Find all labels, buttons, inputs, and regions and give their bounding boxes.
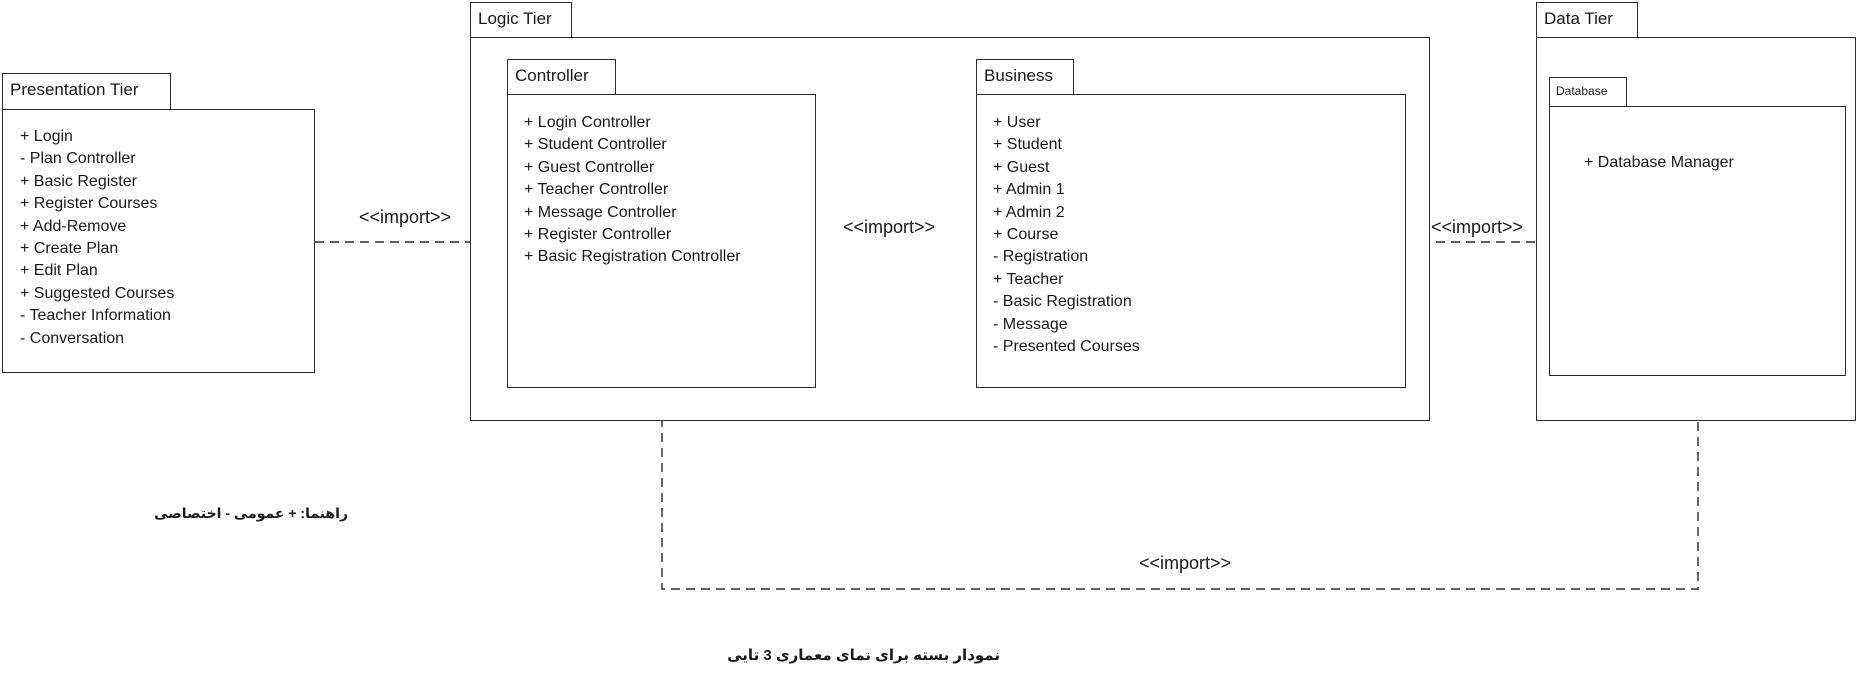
member-item: + Suggested Courses [20,284,175,302]
business-title: Business [984,66,1053,85]
member-item: - Registration [993,248,1089,266]
member-item: + Guest [993,158,1050,176]
member-item: + Edit Plan [20,262,98,280]
member-item: + Database Manager [1584,154,1734,171]
presentation-tier-members: + Login - Plan Controller + Basic Regist… [20,126,174,350]
member-item: + Teacher Controller [524,181,669,199]
data-tier-tab: Data Tier [1536,2,1638,38]
member-item: + Teacher [993,270,1064,288]
member-item: + Basic Registration Controller [524,248,741,266]
import-label-controller-business: <<import>> [843,217,936,237]
business-members: + User + Student + Guest + Admin 1 + Adm… [993,112,1140,358]
import-label-controller-database: <<import>> [1139,553,1232,573]
controller-package [507,94,816,388]
member-item: + Create Plan [20,240,119,258]
legend: راهنما: + عمومی - اختصاصی [154,505,348,521]
member-item: - Message [993,315,1068,333]
presentation-tier-tab: Presentation Tier [2,73,171,110]
database-members: + Database Manager [1584,152,1734,174]
member-item: - Presented Courses [993,338,1140,356]
member-item: + User [993,114,1041,131]
member-item: + Student Controller [524,136,667,154]
presentation-tier-package [2,109,315,373]
database-tab: Database [1549,77,1627,107]
business-tab: Business [976,59,1074,95]
member-item: - Conversation [20,329,125,347]
controller-members: + Login Controller + Student Controller … [524,112,741,269]
member-item: + Course [993,226,1059,244]
member-item: + Student [993,136,1062,154]
controller-tab: Controller [507,59,616,95]
database-title: Database [1556,84,1608,98]
arrow-controller-to-database [661,375,1703,590]
import-label-business-database: <<import>> [1431,217,1524,237]
logic-tier-tab: Logic Tier [470,2,572,38]
member-item: + Add-Remove [20,217,127,235]
member-item: + Message Controller [524,203,677,221]
member-item: + Guest Controller [524,158,655,176]
business-package [976,94,1406,388]
member-item: - Teacher Information [20,307,171,325]
logic-tier-title: Logic Tier [478,9,552,28]
figure-caption: نمودار بسته برای نمای معماری 3 تایی [727,647,1000,664]
member-item: - Basic Registration [993,293,1132,311]
member-item: + Login Controller [524,114,651,131]
member-item: - Plan Controller [20,150,136,168]
database-package [1549,106,1846,376]
member-item: + Register Controller [524,226,672,244]
member-item: + Login [20,128,73,145]
member-item: + Admin 2 [993,203,1065,221]
data-tier-title: Data Tier [1544,9,1613,28]
controller-title: Controller [515,66,589,85]
presentation-tier-title: Presentation Tier [10,80,139,99]
member-item: + Admin 1 [993,181,1065,199]
member-item: + Basic Register [20,172,137,190]
member-item: + Register Courses [20,195,158,213]
import-label-presentation-controller: <<import>> [359,207,452,227]
